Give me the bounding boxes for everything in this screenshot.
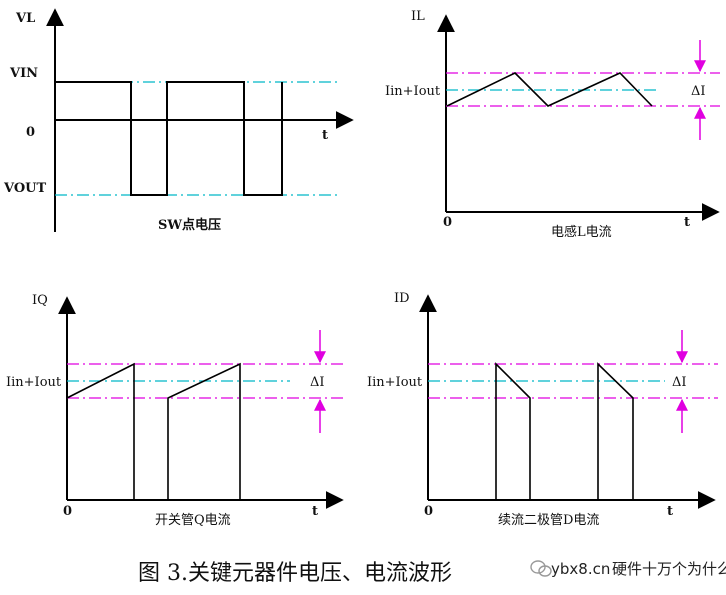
id-current-pulse-1 bbox=[495, 362, 531, 500]
id-delta-label: ΔI bbox=[672, 375, 687, 390]
panel-diode-current: ID Iin+Iout ΔI 0 t 续流二极管D电流 bbox=[367, 291, 718, 528]
id-origin-label: 0 bbox=[424, 504, 433, 519]
figure-caption: 图 3.关键元器件电压、电流波形 bbox=[138, 561, 452, 586]
sw-vin-label: VIN bbox=[9, 66, 38, 81]
id-mid-label: Iin+Iout bbox=[367, 375, 423, 390]
il-caption: 电感L电流 bbox=[551, 224, 612, 240]
panel-inductor-current: IL Iin+Iout ΔI 0 t 电感L电流 bbox=[385, 9, 720, 240]
iq-mid-label: Iin+Iout bbox=[6, 375, 62, 390]
sw-t-label: t bbox=[322, 128, 328, 143]
sw-zero-label: 0 bbox=[26, 125, 35, 140]
il-delta-label: ΔI bbox=[691, 84, 706, 99]
iq-y-axis-label: IQ bbox=[32, 293, 48, 308]
il-t-label: t bbox=[684, 215, 690, 230]
sw-vout-label: VOUT bbox=[3, 181, 47, 196]
iq-caption: 开关管Q电流 bbox=[155, 513, 231, 528]
il-mid-label: Iin+Iout bbox=[385, 84, 441, 99]
sw-y-axis-label: VL bbox=[15, 11, 35, 26]
iq-t-label: t bbox=[312, 504, 318, 519]
panel-switch-current: IQ Iin+Iout ΔI 0 t 开关管Q电流 bbox=[6, 293, 344, 528]
id-y-axis-label: ID bbox=[394, 291, 410, 306]
id-caption: 续流二极管D电流 bbox=[498, 513, 599, 528]
watermark: ybx8.cn 硬件十万个为什么 bbox=[530, 560, 726, 578]
wechat-icon bbox=[530, 560, 552, 577]
iq-current-waveform bbox=[66, 362, 241, 501]
panel-sw-voltage: VL VIN 0 VOUT t SW点电压 bbox=[3, 8, 354, 233]
il-current-waveform bbox=[446, 72, 653, 107]
iq-origin-label: 0 bbox=[63, 504, 72, 519]
iq-delta-label: ΔI bbox=[310, 375, 325, 390]
id-current-pulse-2 bbox=[597, 362, 634, 500]
id-t-label: t bbox=[667, 504, 673, 519]
sw-caption: SW点电压 bbox=[158, 217, 221, 233]
il-y-axis-label: IL bbox=[411, 9, 425, 24]
sw-voltage-waveform bbox=[55, 81, 283, 196]
il-origin-label: 0 bbox=[443, 215, 452, 230]
watermark-text: 硬件十万个为什么 bbox=[612, 560, 726, 578]
watermark-site: ybx8.cn bbox=[551, 560, 610, 578]
